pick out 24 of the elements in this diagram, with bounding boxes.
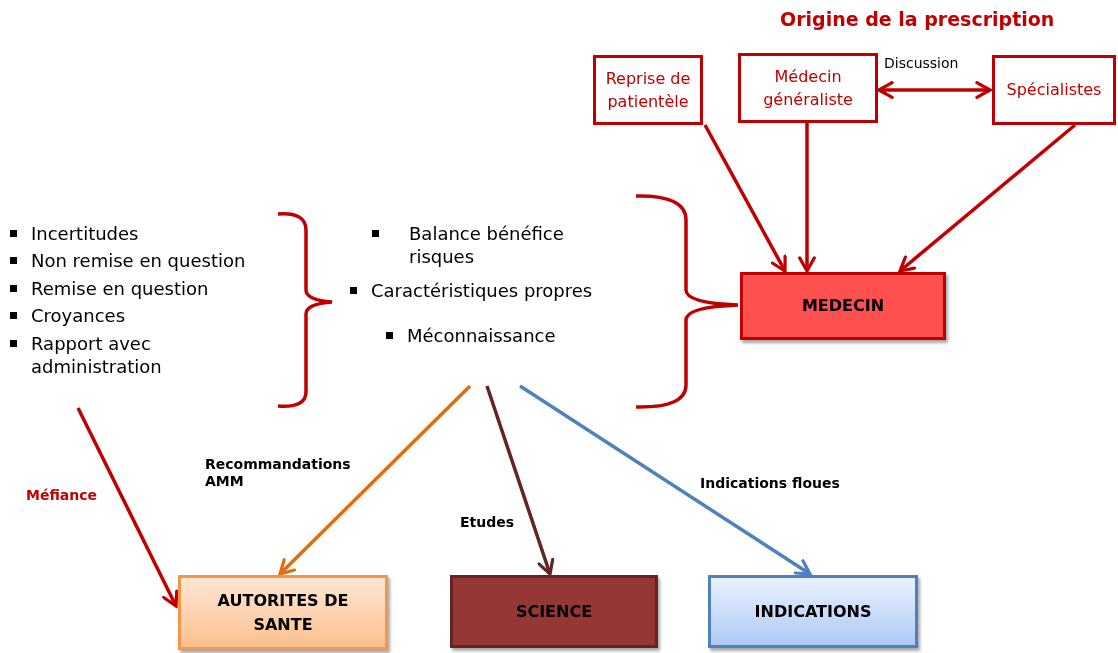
source-box: Médecin généraliste [738,53,878,123]
list-item: Rapport avec administration [31,331,163,379]
list-item: Balance bénéfice risques [409,222,565,269]
arrow [76,407,179,608]
list-item: Croyances [31,304,126,328]
arrow [877,81,992,99]
arrow [703,124,787,273]
outcome-box: INDICATIONS [708,575,918,648]
source-box: Spécialistes [992,55,1116,125]
source-box: Reprise de patientèle [593,55,703,125]
outcome-box: AUTORITES DE SANTE [178,575,388,650]
list-item: Remise en question [31,276,209,301]
arrow [485,385,555,576]
list-item: Incertitudes [31,222,139,246]
arrow [278,384,472,576]
arrow [519,384,812,576]
outcome-box: SCIENCE [450,575,658,648]
arrow [898,123,1077,273]
list-item: Caractéristiques propres [371,278,593,303]
title: Origine de la prescription [780,8,1055,30]
doctor-box: MEDECIN [740,272,946,340]
arrow [798,123,816,273]
list-item: Non remise en question [31,249,246,273]
list-item: Méconnaissance [407,324,556,348]
